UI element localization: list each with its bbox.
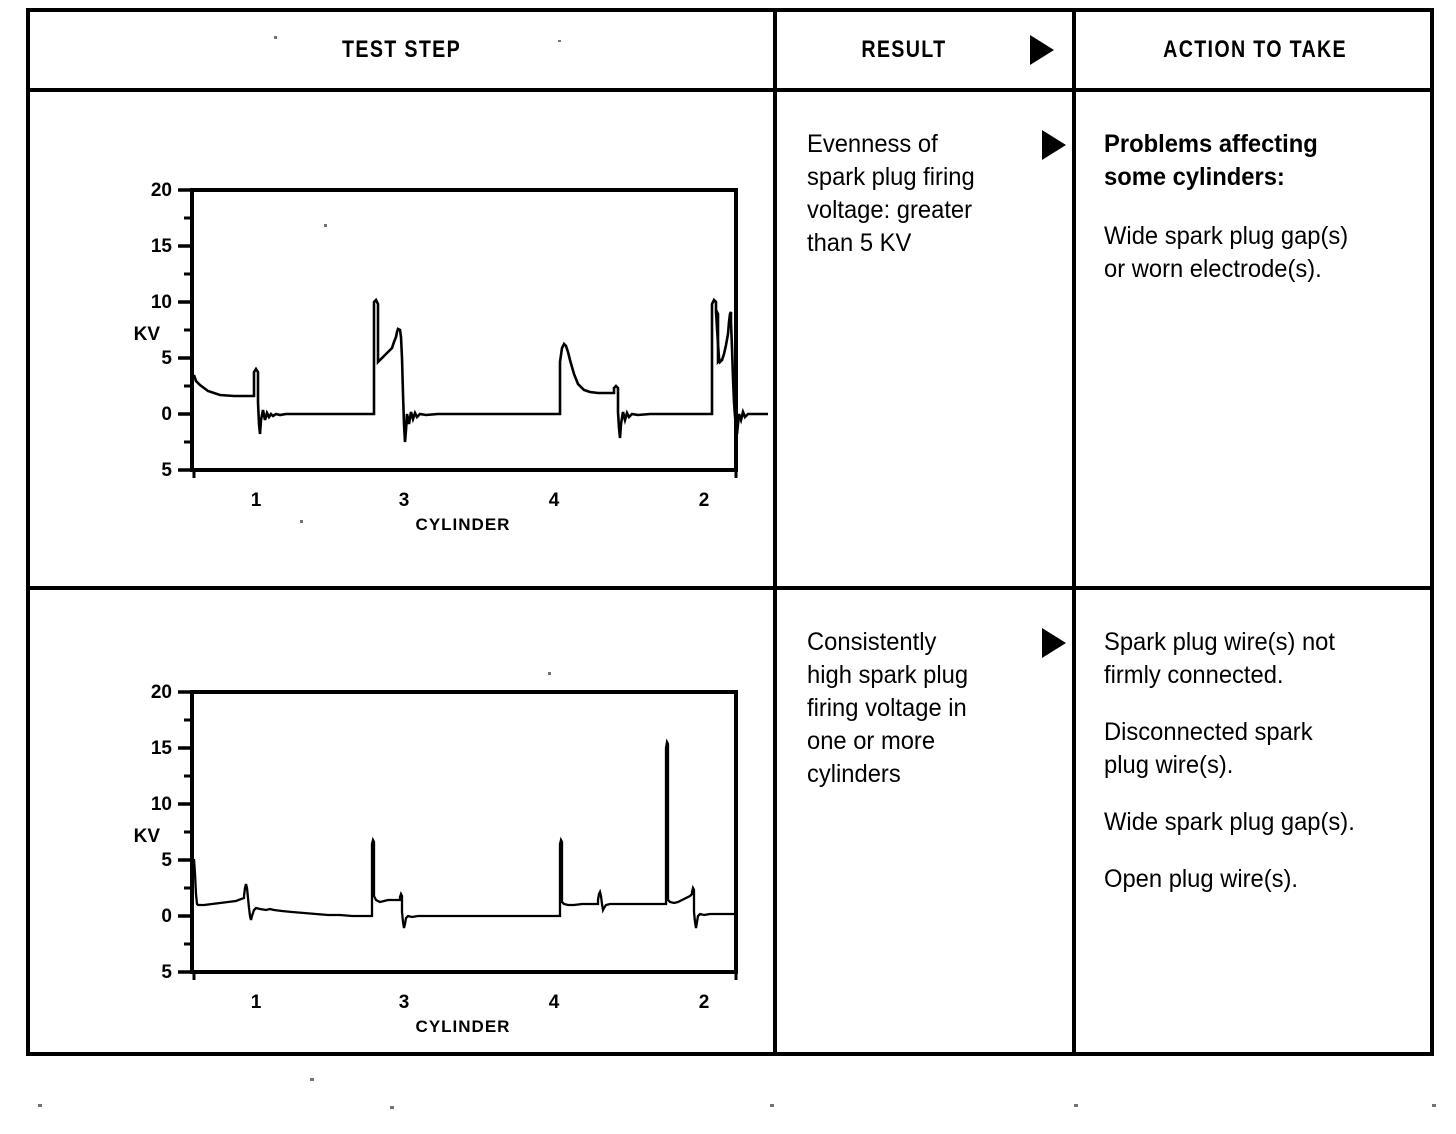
svg-text:3: 3 [399,490,410,511]
svg-text:20: 20 [151,682,172,703]
kv-oscilloscope-svg-2: 20 15 10 5 0 5 KV [134,682,738,1034]
svg-text:1: 1 [251,992,262,1013]
svg-text:2: 2 [699,992,710,1013]
action-item-row-2: Open plug wire(s). [1104,865,1299,893]
column-divider-test-result [773,12,777,1052]
svg-text:10: 10 [151,794,172,815]
scan-speck [38,1104,42,1107]
svg-text:5: 5 [161,348,172,369]
scan-speck [558,40,561,42]
y-axis-ticks [178,188,192,472]
svg-text:5: 5 [161,962,172,983]
x-axis-tick-labels: 1 3 4 2 [251,490,710,511]
scan-speck [1432,1104,1436,1107]
svg-text:10: 10 [151,292,172,313]
result-cell-row-2: Consistently high spark plug firing volt… [777,586,1072,1056]
column-divider-result-action [1072,12,1076,1052]
x-axis-ticks [192,470,738,478]
svg-text:1: 1 [251,490,262,511]
svg-text:2: 2 [699,490,710,511]
header-divider [30,88,1430,92]
kv-waveform-trace [192,738,736,929]
y-axis-tick-labels: 20 15 10 5 0 5 [151,180,173,481]
svg-text:4: 4 [549,490,560,511]
action-item-row-1: Wide spark plug gap(s) or worn electrode… [1104,222,1349,283]
kv-waveform-trace [192,297,768,443]
right-triangle-icon [1042,130,1066,160]
row-divider [30,586,1430,590]
action-heading-row-1: Problems affecting some cylinders: [1104,130,1318,191]
y-axis-title: KV [134,826,161,847]
right-triangle-icon [1030,35,1054,65]
scan-speck [300,520,303,523]
kv-oscilloscope-svg-1: 20 15 10 5 0 5 KV [134,180,768,532]
column-header-result-label: RESULT [860,36,947,63]
column-header-test-step-label: TEST STEP [342,36,461,63]
y-axis-title: KV [134,324,161,345]
result-text-row-1: Evenness of spark plug firing voltage: g… [807,130,975,257]
scan-speck [390,1106,394,1109]
x-axis-title: CYLINDER [416,515,511,532]
svg-text:0: 0 [161,404,172,425]
scan-speck [324,224,327,227]
svg-text:20: 20 [151,180,172,201]
scan-speck [770,1104,774,1107]
svg-text:4: 4 [549,992,560,1013]
svg-text:3: 3 [399,992,410,1013]
action-item-row-2: Spark plug wire(s) not firmly connected. [1104,628,1335,689]
svg-text:15: 15 [151,738,173,759]
x-axis-ticks [192,972,738,980]
column-header-result: RESULT [777,12,1072,88]
kv-waveform-restrike [714,309,721,366]
plot-frame [190,188,738,472]
action-cell-row-1: Problems affecting some cylinders: Wide … [1076,88,1434,586]
plot-frame [190,690,738,974]
y-axis-ticks [178,690,192,974]
x-axis-tick-labels: 1 3 4 2 [251,992,710,1013]
svg-text:5: 5 [161,460,172,481]
action-item-row-2: Disconnected spark plug wire(s). [1104,718,1313,779]
result-cell-row-1: Evenness of spark plug firing voltage: g… [777,88,1072,586]
scan-speck [274,36,277,39]
svg-text:0: 0 [161,906,172,927]
diagnostic-table: TEST STEP RESULT ACTION TO TAKE 20 15 10… [26,8,1434,1056]
scan-speck [1074,1104,1078,1107]
action-cell-row-2: Spark plug wire(s) not firmly connected.… [1076,586,1434,1056]
svg-text:15: 15 [151,236,173,257]
action-item-row-2: Wide spark plug gap(s). [1104,808,1355,836]
test-step-chart-row-1: 20 15 10 5 0 5 KV [108,162,768,532]
scan-speck [310,1078,314,1081]
y-axis-tick-labels: 20 15 10 5 0 5 [151,682,173,983]
column-header-action-to-take: ACTION TO TAKE [1076,12,1434,88]
svg-text:5: 5 [161,850,172,871]
test-step-chart-row-2: 20 15 10 5 0 5 KV [108,664,768,1034]
column-header-test-step: TEST STEP [30,12,773,88]
scan-speck [548,672,551,675]
result-text-row-2: Consistently high spark plug firing volt… [807,628,969,788]
x-axis-title: CYLINDER [416,1017,511,1034]
right-triangle-icon [1042,628,1066,658]
column-header-action-to-take-label: ACTION TO TAKE [1163,36,1347,63]
